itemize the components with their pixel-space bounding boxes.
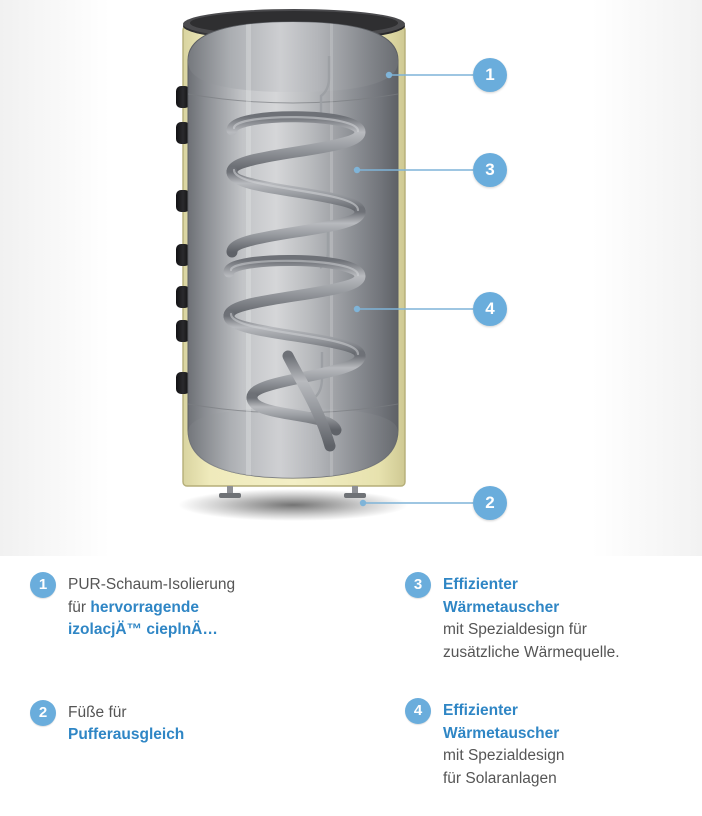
legend-4-title-line1: Effizienter [443,702,518,719]
legend-column-right: 3 Effizienter Wärmetauscher mit Speziald… [405,572,695,816]
legend-badge-4: 4 [405,698,431,724]
callout-marker-1: 1 [473,58,507,92]
legend-badge-1: 1 [30,572,56,598]
legend-item-2: 2 Füße für Pufferausgleich [30,699,360,747]
legend-item-3: 3 Effizienter Wärmetauscher mit Speziald… [405,572,695,664]
legend-badge-2: 2 [30,699,56,726]
legend-item-4: 4 Effizienter Wärmetauscher mit Speziald… [405,698,695,790]
legend-1-line2-bold: hervorragende [90,598,199,616]
legend-1-line2-plain: für [68,598,91,616]
callout-marker-2: 2 [473,486,507,520]
legend-text-1: PUR-Schaum-Isolierung für hervorragende … [68,572,360,642]
legend-1-line3-bold: izolacjÄ™ cieplnÄ… [68,621,218,638]
callout-marker-4: 4 [473,292,507,326]
legend-2-line2-bold: Pufferausgleich [68,726,185,743]
legend-text-2: Füße für Pufferausgleich [68,700,360,747]
legend-1-line1: PUR-Schaum-Isolierung [68,576,236,593]
legend-4-title-line2: Wärmetauscher [443,724,560,742]
tank-cutaway-svg [176,9,473,521]
legend-text-4: Effizienter Wärmetauscher mit Spezialdes… [443,698,695,790]
legend-badge-3: 3 [405,572,431,598]
legend-2-line1: Füße für [68,703,127,721]
legend-column-left: 1 PUR-Schaum-Isolierung für hervorragend… [30,572,360,773]
callout-leader-lines [353,71,473,507]
side-ports [176,86,190,394]
lower-coil-highlight [229,259,360,356]
legend-4-body-line2: für Solaranlagen [443,769,557,787]
legend: 1 PUR-Schaum-Isolierung für hervorragend… [0,556,702,800]
legend-3-body-line1: mit Spezialdesign für [443,621,587,638]
floor-shadow [178,489,408,521]
legend-3-body-line2: zusätzliche Wärmequelle. [443,643,620,661]
callout-marker-3: 3 [473,153,507,187]
legend-4-body-line1: mit Spezialdesign [443,747,565,764]
upper-coil-highlight [232,116,360,212]
buffer-tank-illustration: 1 3 4 2 [0,0,702,556]
legend-item-1: 1 PUR-Schaum-Isolierung für hervorragend… [30,572,360,642]
legend-text-3: Effizienter Wärmetauscher mit Spezialdes… [443,572,695,664]
legend-3-title-line1: Effizienter [443,576,518,593]
adjustable-feet [219,486,366,498]
legend-3-title-line2: Wärmetauscher [443,598,560,616]
